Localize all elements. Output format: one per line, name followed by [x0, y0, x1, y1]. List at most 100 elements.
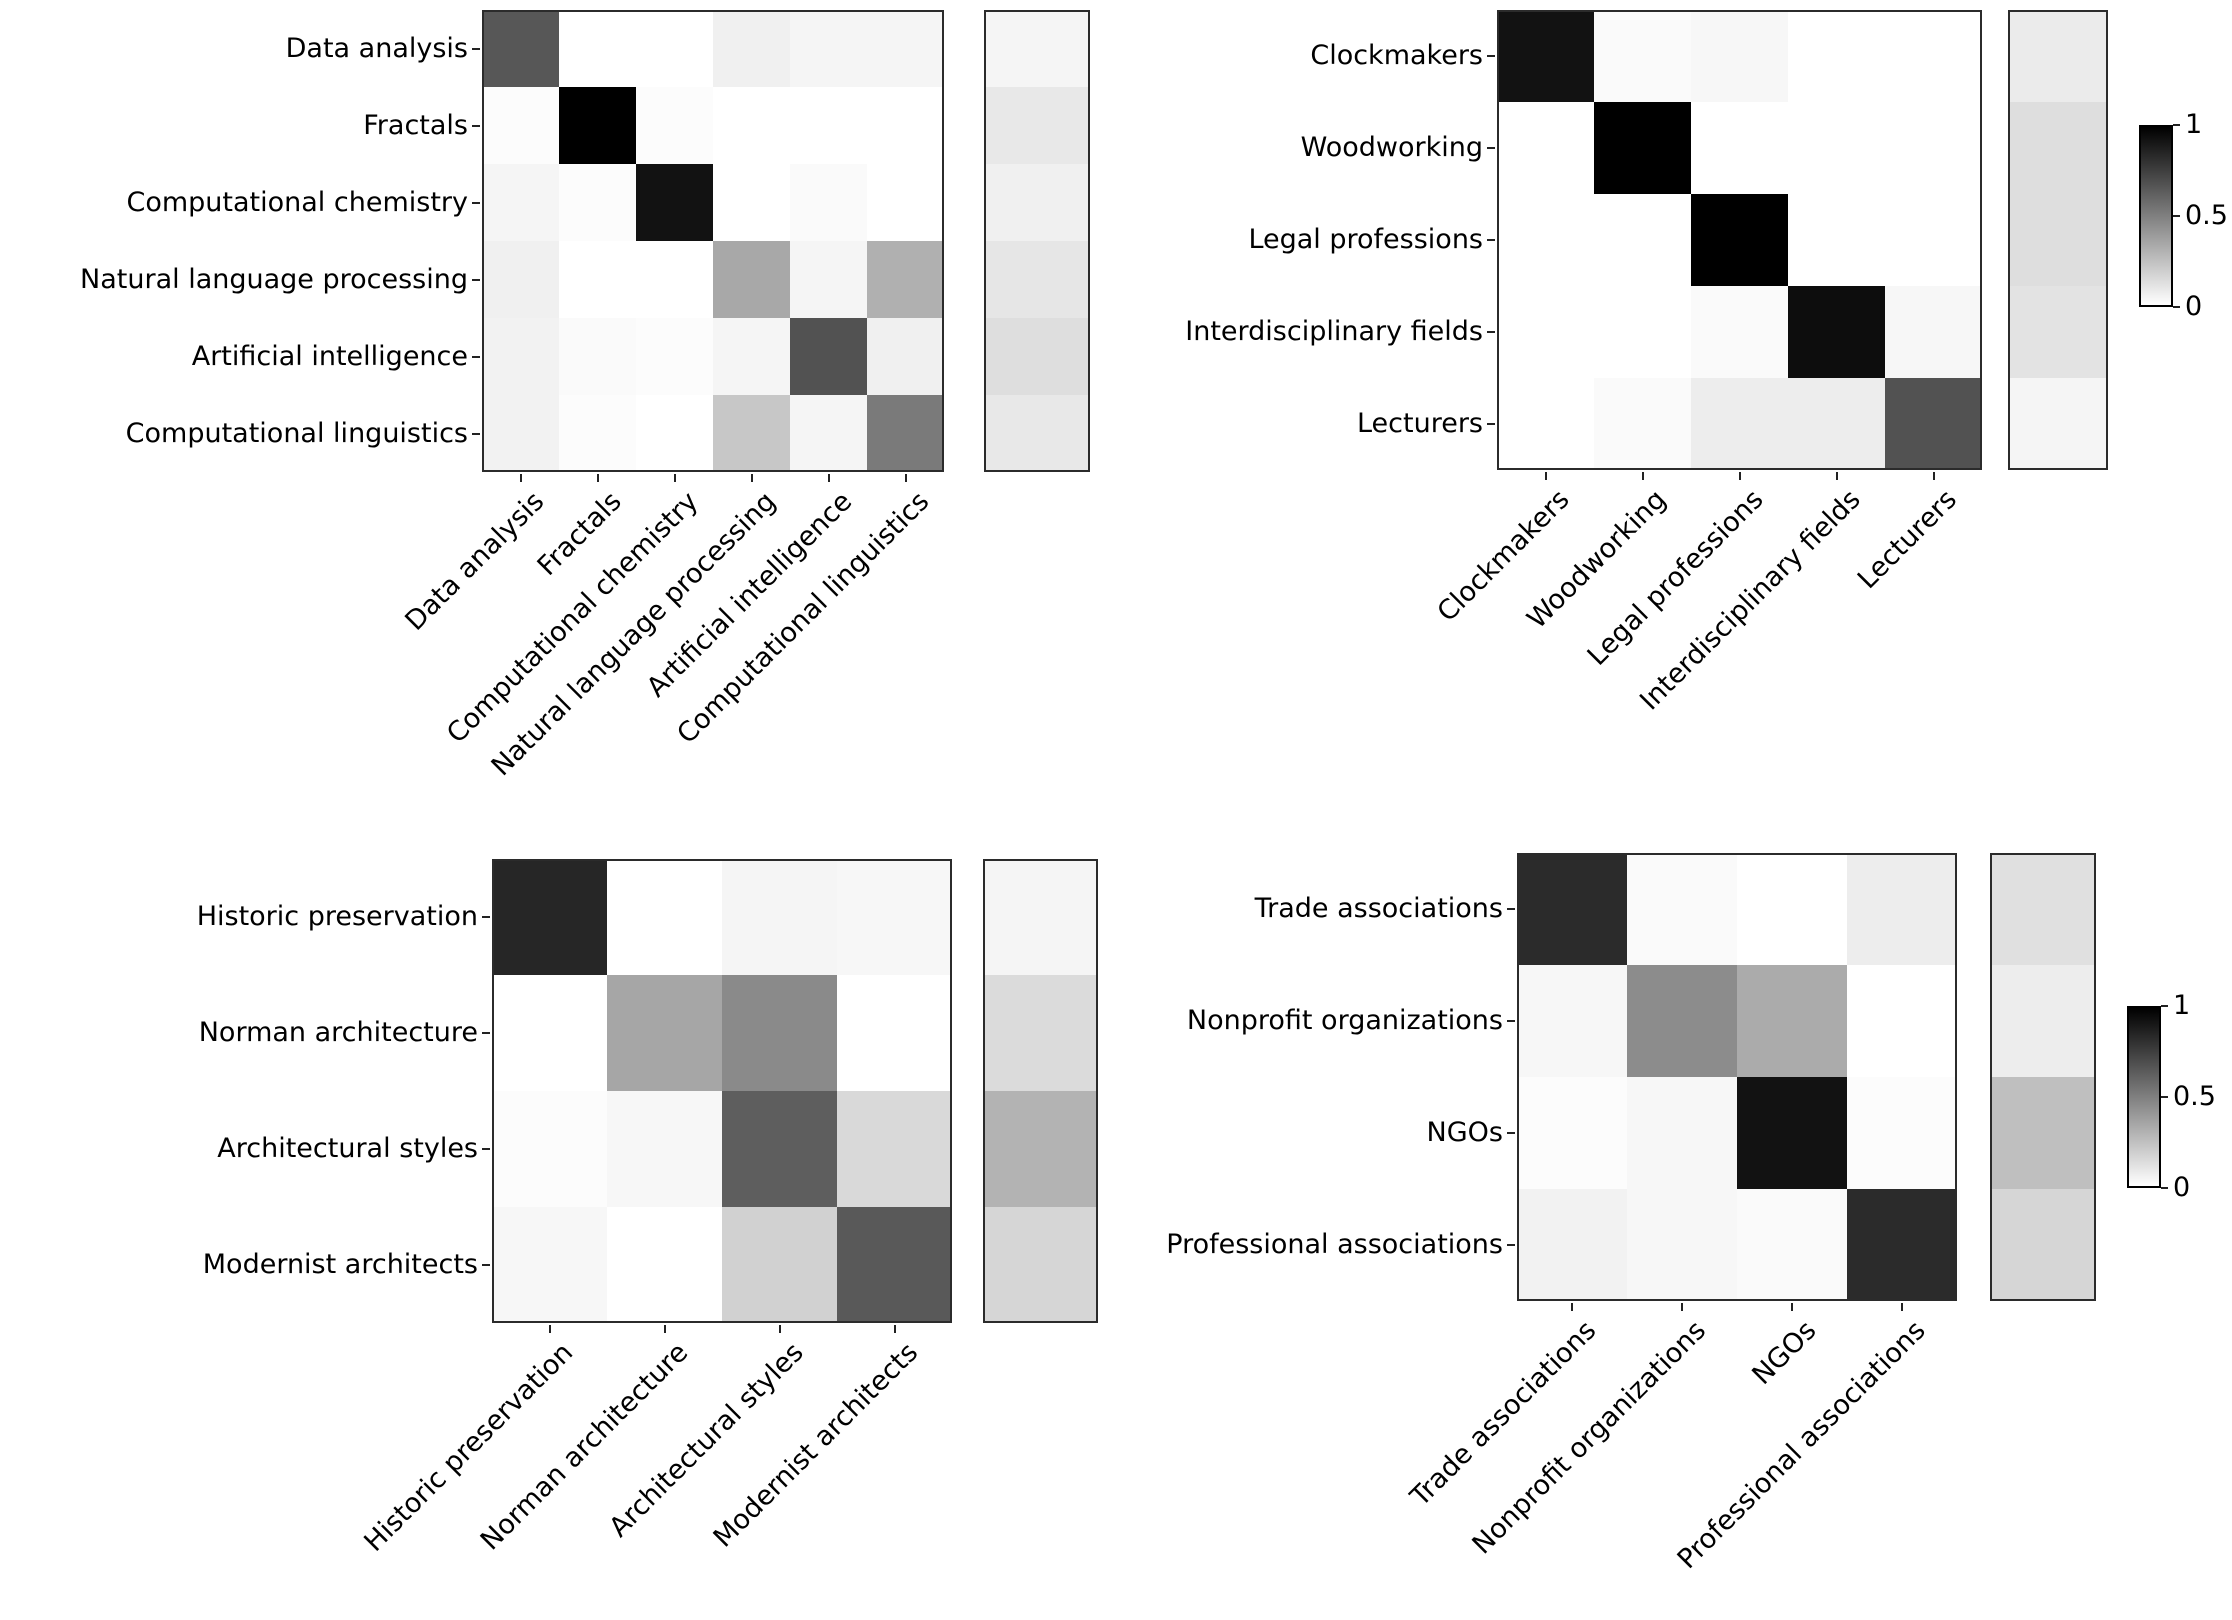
row-label: Norman architecture: [198, 1017, 478, 1048]
heatmap-cell: [1499, 194, 1594, 286]
row-label: Nonprofit organizations: [1186, 1005, 1503, 1036]
heatmap-cell: [559, 241, 636, 318]
heatmap-cell: [1788, 194, 1885, 286]
heatmap-cell: [1627, 1077, 1737, 1189]
heatmap-cell: [1737, 855, 1847, 965]
heatmap-cell: [713, 12, 790, 87]
x-axis-tick: [1641, 472, 1644, 480]
row-label: Modernist architects: [202, 1249, 478, 1280]
heatmap-cell: [636, 395, 713, 470]
heatmap-cell: [1594, 286, 1691, 378]
y-axis-tick: [1487, 423, 1495, 425]
heatmap-cell: [713, 164, 790, 241]
x-axis-tick: [1932, 472, 1935, 480]
x-axis-tick: [1571, 1303, 1573, 1311]
heatmap-cell: [494, 1207, 607, 1321]
side-strip-cell: [1992, 1189, 2094, 1299]
heatmap-cell: [867, 164, 942, 241]
heatmap-cell: [1691, 378, 1788, 468]
x-axis-tick: [663, 1325, 666, 1333]
x-axis-tick: [519, 474, 522, 482]
y-axis-tick: [482, 1264, 490, 1266]
heatmap-cell: [1788, 378, 1885, 468]
heatmap-cell: [1499, 286, 1594, 378]
row-label: Professional associations: [1166, 1229, 1503, 1260]
y-axis-tick: [1507, 1132, 1515, 1134]
y-axis-tick: [472, 432, 480, 435]
side-strip: [1990, 853, 2096, 1301]
y-axis-tick: [482, 1148, 490, 1150]
heatmap-cell: [713, 241, 790, 318]
side-strip-cell: [985, 1207, 1096, 1321]
row-label: Fractals: [363, 110, 468, 141]
heatmap-cell: [1847, 1189, 1955, 1299]
heatmap-cell: [1691, 194, 1788, 286]
y-axis-tick: [1507, 1244, 1515, 1246]
heatmap-cell: [1594, 12, 1691, 102]
x-axis-tick: [1544, 472, 1547, 480]
heatmap-cell: [713, 395, 790, 470]
y-axis-tick: [1487, 239, 1495, 241]
row-label: Legal professions: [1248, 224, 1483, 255]
x-axis-tick: [1738, 472, 1741, 480]
row-label: Trade associations: [1254, 893, 1503, 924]
colorbar-tick: [2173, 124, 2180, 126]
side-strip-cell: [986, 395, 1088, 470]
x-tick-label: Trade associations: [1404, 1315, 1602, 1513]
heatmap-cell: [1519, 965, 1627, 1077]
side-strip-cell: [2010, 378, 2106, 468]
x-axis-tick: [596, 474, 599, 482]
side-strip-cell: [2010, 12, 2106, 102]
colorbar-gradient: [2127, 1006, 2161, 1188]
x-axis-tick: [904, 474, 907, 482]
x-axis-tick: [827, 474, 830, 482]
colorbar-tick-label: 0.5: [2173, 1081, 2216, 1112]
heatmap-cell: [1885, 286, 1980, 378]
heatmap-cell: [790, 87, 867, 164]
heatmap-cell: [1691, 286, 1788, 378]
heatmap-cell: [636, 87, 713, 164]
y-axis-tick: [482, 916, 490, 918]
heatmap-cell: [1691, 12, 1788, 102]
row-label: Lecturers: [1356, 408, 1483, 439]
side-strip-cell: [1992, 965, 2094, 1077]
row-label: Natural language processing: [80, 264, 468, 295]
side-strip-cell: [986, 87, 1088, 164]
heatmap-cell: [607, 861, 722, 975]
row-label: Computational linguistics: [125, 418, 468, 449]
heatmap-cell: [1847, 1077, 1955, 1189]
row-label: Architectural styles: [217, 1133, 478, 1164]
heatmap-cell: [484, 318, 559, 395]
side-strip: [2008, 10, 2108, 470]
heatmap-matrix: [1517, 853, 1957, 1301]
side-strip-cell: [1992, 855, 2094, 965]
row-label: Historic preservation: [196, 901, 478, 932]
heatmap-cell: [484, 241, 559, 318]
colorbar-tick-label: 0.5: [2185, 200, 2228, 231]
y-axis-tick: [1507, 1020, 1515, 1022]
heatmap-cell: [1519, 1077, 1627, 1189]
heatmap-cell: [713, 87, 790, 164]
y-axis-tick: [472, 355, 480, 358]
heatmap-cell: [713, 318, 790, 395]
heatmap-cell: [867, 87, 942, 164]
heatmap-cell: [636, 164, 713, 241]
colorbar-tick: [2161, 1096, 2168, 1098]
row-label: Clockmakers: [1310, 40, 1483, 71]
heatmap-cell: [1737, 1077, 1847, 1189]
heatmap-cell: [722, 861, 837, 975]
side-strip: [983, 859, 1098, 1323]
heatmap-matrix: [492, 859, 952, 1323]
x-axis-tick: [1791, 1303, 1793, 1311]
heatmap-cell: [1627, 1189, 1737, 1299]
x-axis-tick: [673, 474, 676, 482]
heatmap-cell: [494, 861, 607, 975]
heatmap-cell: [867, 12, 942, 87]
heatmap-cell: [484, 164, 559, 241]
colorbar-tick-label: 1: [2173, 990, 2191, 1021]
row-label: Interdisciplinary fields: [1185, 316, 1483, 347]
x-tick-label: NGOs: [1745, 1315, 1822, 1391]
